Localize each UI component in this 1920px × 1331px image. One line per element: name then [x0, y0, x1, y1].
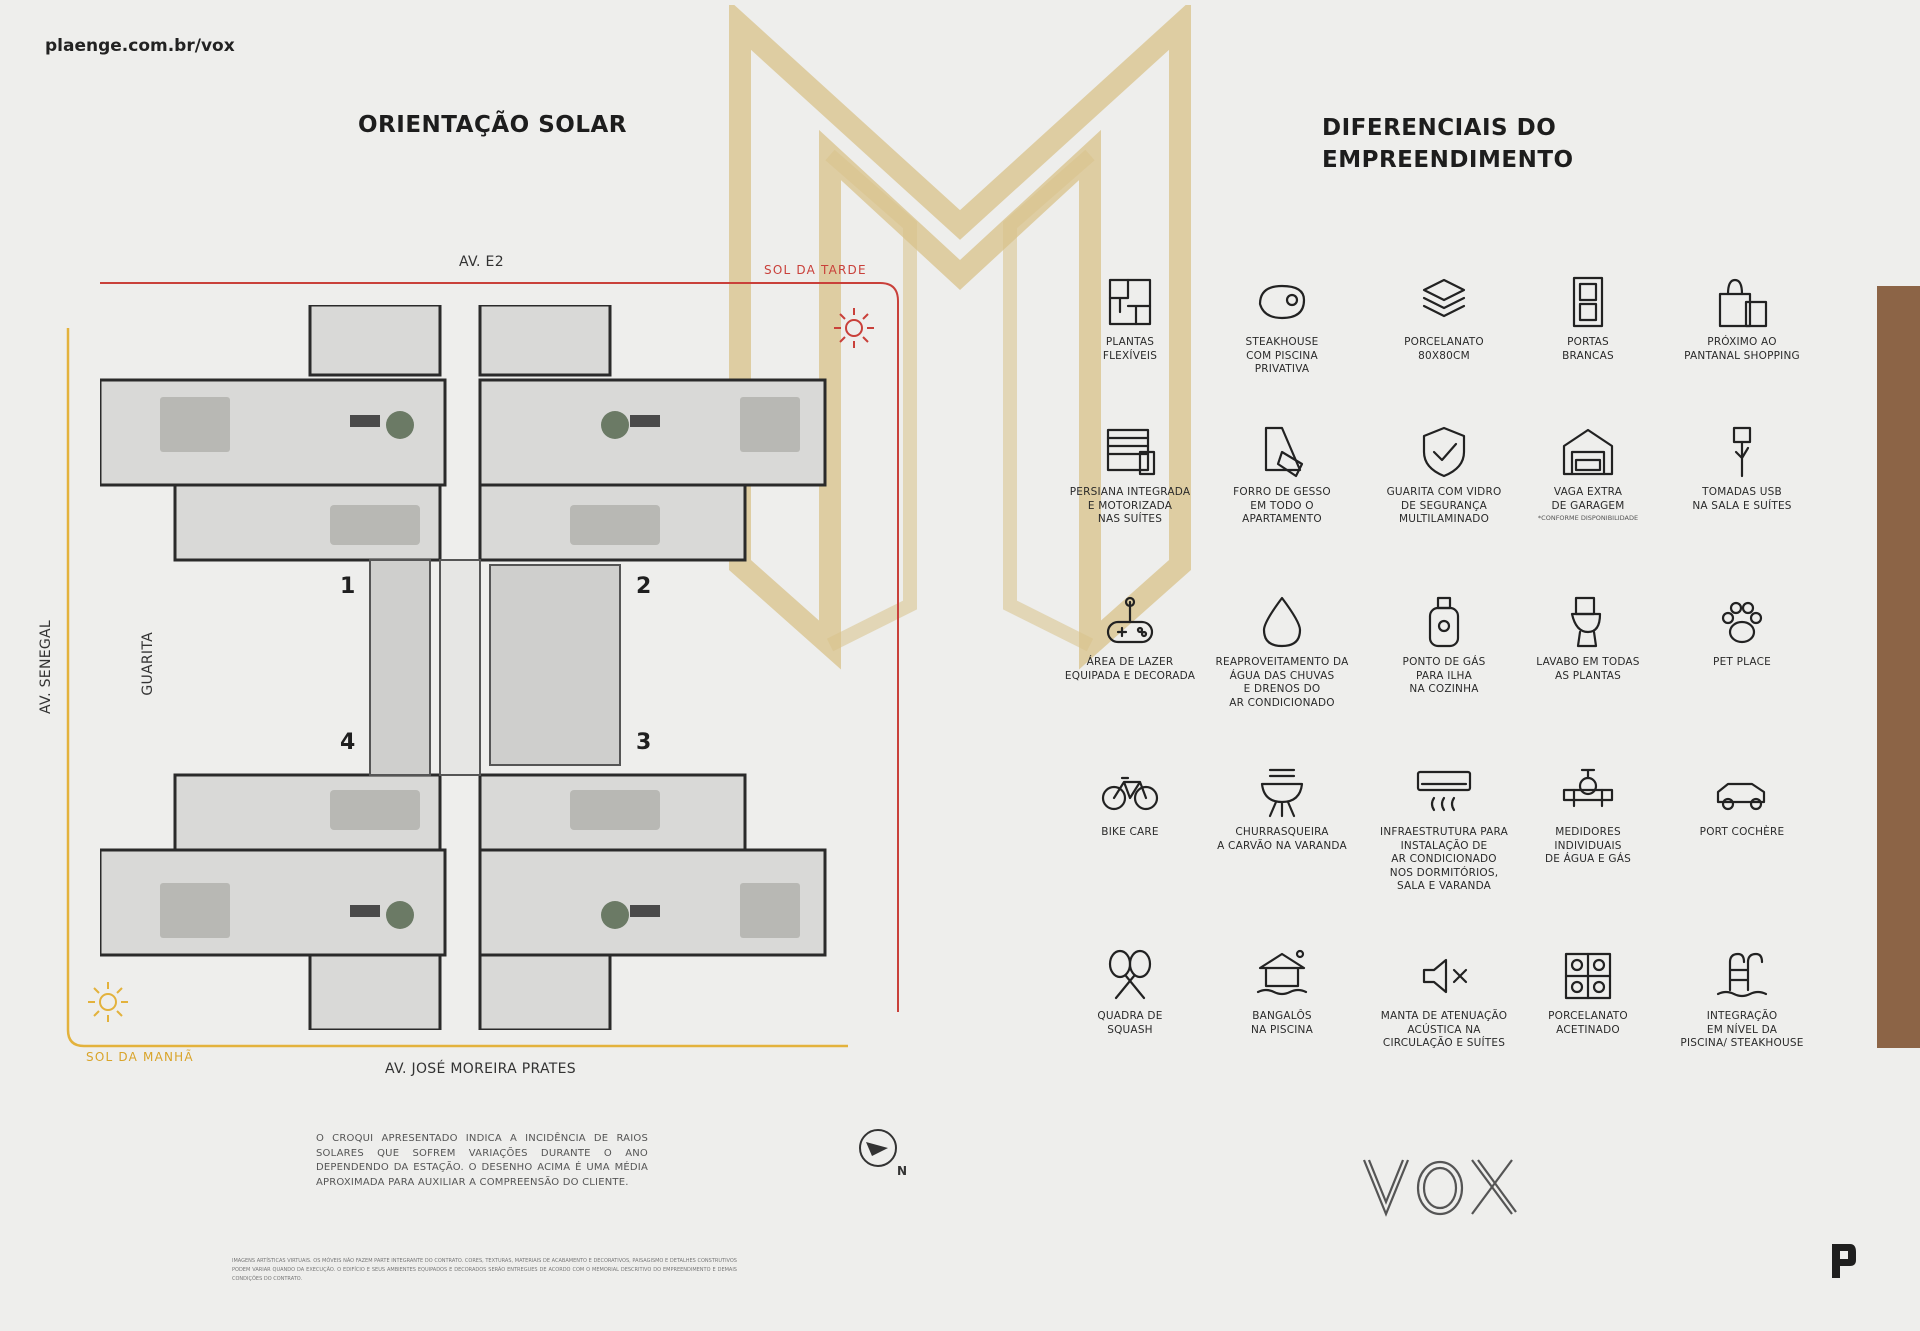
feature-label: INTEGRAÇÃO EM NÍVEL DA PISCINA/ STEAKHOU…	[1680, 1010, 1804, 1049]
feature-tiles: PORCELANATO 80X80CM	[1374, 272, 1514, 363]
feature-meter: MEDIDORES INDIVIDUAIS DE ÁGUA E GÁS	[1518, 762, 1658, 867]
paw-icon	[1721, 601, 1763, 644]
afternoon-sun-icon	[834, 308, 874, 348]
feature-label: FORRO DE GESSO EM TODO O APARTAMENTO	[1233, 486, 1331, 525]
feature-label: GUARITA COM VIDRO DE SEGURANÇA MULTILAMI…	[1386, 486, 1502, 525]
feature-label: PONTO DE GÁS PARA ILHA NA COZINHA	[1402, 656, 1486, 695]
morning-sun-label: SOL DA MANHÃ	[86, 1050, 194, 1064]
plaenge-brand-icon	[1832, 1244, 1856, 1278]
morning-sun-icon	[88, 982, 128, 1022]
solar-disclaimer: O CROQUI APRESENTADO INDICA A INCIDÊNCIA…	[316, 1133, 648, 1188]
vox-logo	[1362, 1159, 1517, 1217]
feature-label: PORTAS BRANCAS	[1562, 336, 1614, 362]
side-accent-bar	[1877, 286, 1920, 1048]
feature-paw: PET PLACE	[1672, 592, 1812, 670]
feature-label: CHURRASQUEIRA A CARVÃO NA VARANDA	[1217, 826, 1347, 852]
feature-squash: QUADRA DE SQUASH	[1060, 946, 1200, 1037]
website-url[interactable]: plaenge.com.br/vox	[45, 36, 235, 56]
feature-label: TOMADAS USB NA SALA E SUÍTES	[1692, 486, 1792, 512]
unit-number-1: 1	[340, 574, 356, 599]
feature-plaster: FORRO DE GESSO EM TODO O APARTAMENTO	[1212, 422, 1352, 527]
feature-label: VAGA EXTRA DE GARAGEM	[1551, 486, 1625, 512]
feature-label: BANGALÔS NA PISCINA	[1251, 1010, 1313, 1036]
grill-icon	[1260, 768, 1304, 818]
feature-gamepad: ÁREA DE LAZER EQUIPADA E DECORADA	[1060, 592, 1200, 683]
north-label: N	[897, 1164, 908, 1178]
feature-garage: VAGA EXTRA DE GARAGEM *CONFORME DISPONIBI…	[1518, 422, 1658, 522]
toilet-icon	[1570, 596, 1602, 648]
feature-car: PORT COCHÈRE	[1672, 762, 1812, 840]
legal-fineprint: IMAGENS ARTÍSTICAS VIRTUAIS. OS MÓVEIS N…	[232, 1258, 737, 1282]
feature-toilet: LAVABO EM TODAS AS PLANTAS	[1518, 592, 1658, 683]
feature-label: PORCELANATO 80X80CM	[1404, 336, 1484, 362]
feature-label: LAVABO EM TODAS AS PLANTAS	[1536, 656, 1640, 682]
sun-path-lines	[66, 282, 899, 1048]
feature-water-drop: REAPROVEITAMENTO DA ÁGUA DAS CHUVAS E DR…	[1212, 592, 1352, 710]
pattern-tile-icon	[1564, 952, 1612, 1000]
gas-tank-icon	[1428, 596, 1460, 648]
squash-icon	[1108, 949, 1152, 1000]
feature-steak: STEAKHOUSE COM PISCINA PRIVATIVA	[1212, 272, 1352, 377]
feature-label: BIKE CARE	[1101, 826, 1159, 838]
feature-air-conditioner: INFRAESTRUTURA PARA INSTALAÇÃO DE AR CON…	[1374, 762, 1514, 894]
feature-label: PRÓXIMO AO PANTANAL SHOPPING	[1684, 336, 1800, 362]
street-top-label: AV. E2	[459, 254, 504, 270]
gamepad-icon	[1106, 596, 1154, 644]
feature-pool-ladder: INTEGRAÇÃO EM NÍVEL DA PISCINA/ STEAKHOU…	[1672, 946, 1812, 1051]
feature-label: ÁREA DE LAZER EQUIPADA E DECORADA	[1064, 656, 1196, 682]
feature-door: PORTAS BRANCAS	[1518, 272, 1658, 363]
feature-label: PLANTAS FLEXÍVEIS	[1102, 336, 1158, 362]
feature-usb: TOMADAS USB NA SALA E SUÍTES	[1672, 422, 1812, 513]
feature-blinds: PERSIANA INTEGRADA E MOTORIZADA NAS SUÍT…	[1060, 422, 1200, 527]
floor-plan-illustration	[100, 305, 827, 1030]
feature-gas-tank: PONTO DE GÁS PARA ILHA NA COZINHA	[1374, 592, 1514, 697]
feature-label: PORT COCHÈRE	[1699, 826, 1785, 838]
feature-label: REAPROVEITAMENTO DA ÁGUA DAS CHUVAS E DR…	[1215, 656, 1349, 709]
feature-label: MANTA DE ATENUAÇÃO ACÚSTICA NA CIRCULAÇÃ…	[1380, 1010, 1508, 1049]
unit-number-4: 4	[340, 730, 356, 755]
feature-bike: BIKE CARE	[1060, 762, 1200, 840]
meter-icon	[1562, 768, 1614, 808]
feature-label: PORCELANATO ACETINADO	[1548, 1010, 1628, 1036]
plaster-icon	[1264, 426, 1304, 478]
feature-floor-plan: PLANTAS FLEXÍVEIS	[1060, 272, 1200, 363]
bungalow-icon	[1256, 949, 1308, 996]
feature-label: PERSIANA INTEGRADA E MOTORIZADA NAS SUÍT…	[1069, 486, 1191, 525]
tiles-icon	[1422, 278, 1466, 318]
feature-grill: CHURRASQUEIRA A CARVÃO NA VARANDA	[1212, 762, 1352, 853]
feature-label: STEAKHOUSE COM PISCINA PRIVATIVA	[1245, 336, 1319, 375]
feature-label: MEDIDORES INDIVIDUAIS DE ÁGUA E GÁS	[1545, 826, 1631, 865]
blinds-icon	[1106, 428, 1156, 476]
door-icon	[1572, 276, 1604, 328]
feature-shield: GUARITA COM VIDRO DE SEGURANÇA MULTILAMI…	[1374, 422, 1514, 527]
pool-ladder-icon	[1716, 952, 1768, 998]
feature-bungalow: BANGALÔS NA PISCINA	[1212, 946, 1352, 1037]
feature-note: *CONFORME DISPONIBILIDADE	[1537, 514, 1639, 522]
steak-icon	[1258, 284, 1306, 320]
features-title: DIFERENCIAIS DO EMPREENDIMENTO	[1322, 115, 1574, 173]
feature-pattern-tile: PORCELANATO ACETINADO	[1518, 946, 1658, 1037]
water-drop-icon	[1262, 596, 1302, 648]
street-bottom-label: AV. JOSÉ MOREIRA PRATES	[385, 1061, 576, 1077]
unit-number-3: 3	[636, 730, 652, 755]
feature-mute: MANTA DE ATENUAÇÃO ACÚSTICA NA CIRCULAÇÃ…	[1374, 946, 1514, 1051]
unit-number-2: 2	[636, 574, 652, 599]
solar-orientation-title: ORIENTAÇÃO SOLAR	[358, 112, 628, 138]
garage-icon	[1562, 428, 1614, 476]
shield-icon	[1422, 426, 1466, 478]
bike-icon	[1101, 776, 1159, 811]
afternoon-sun-label: SOL DA TARDE	[764, 263, 867, 277]
air-conditioner-icon	[1416, 770, 1472, 812]
floor-plan-icon	[1108, 278, 1152, 326]
car-icon	[1716, 782, 1766, 811]
shopping-bag-icon	[1718, 278, 1768, 328]
usb-icon	[1732, 426, 1752, 478]
feature-label: PET PLACE	[1713, 656, 1771, 668]
feature-shopping-bag: PRÓXIMO AO PANTANAL SHOPPING	[1672, 272, 1812, 363]
compass-north-icon	[859, 1129, 897, 1167]
feature-label: INFRAESTRUTURA PARA INSTALAÇÃO DE AR CON…	[1380, 826, 1508, 892]
m-logo-watermark	[729, 5, 1191, 670]
feature-label: QUADRA DE SQUASH	[1097, 1010, 1163, 1036]
mute-icon	[1422, 958, 1468, 994]
